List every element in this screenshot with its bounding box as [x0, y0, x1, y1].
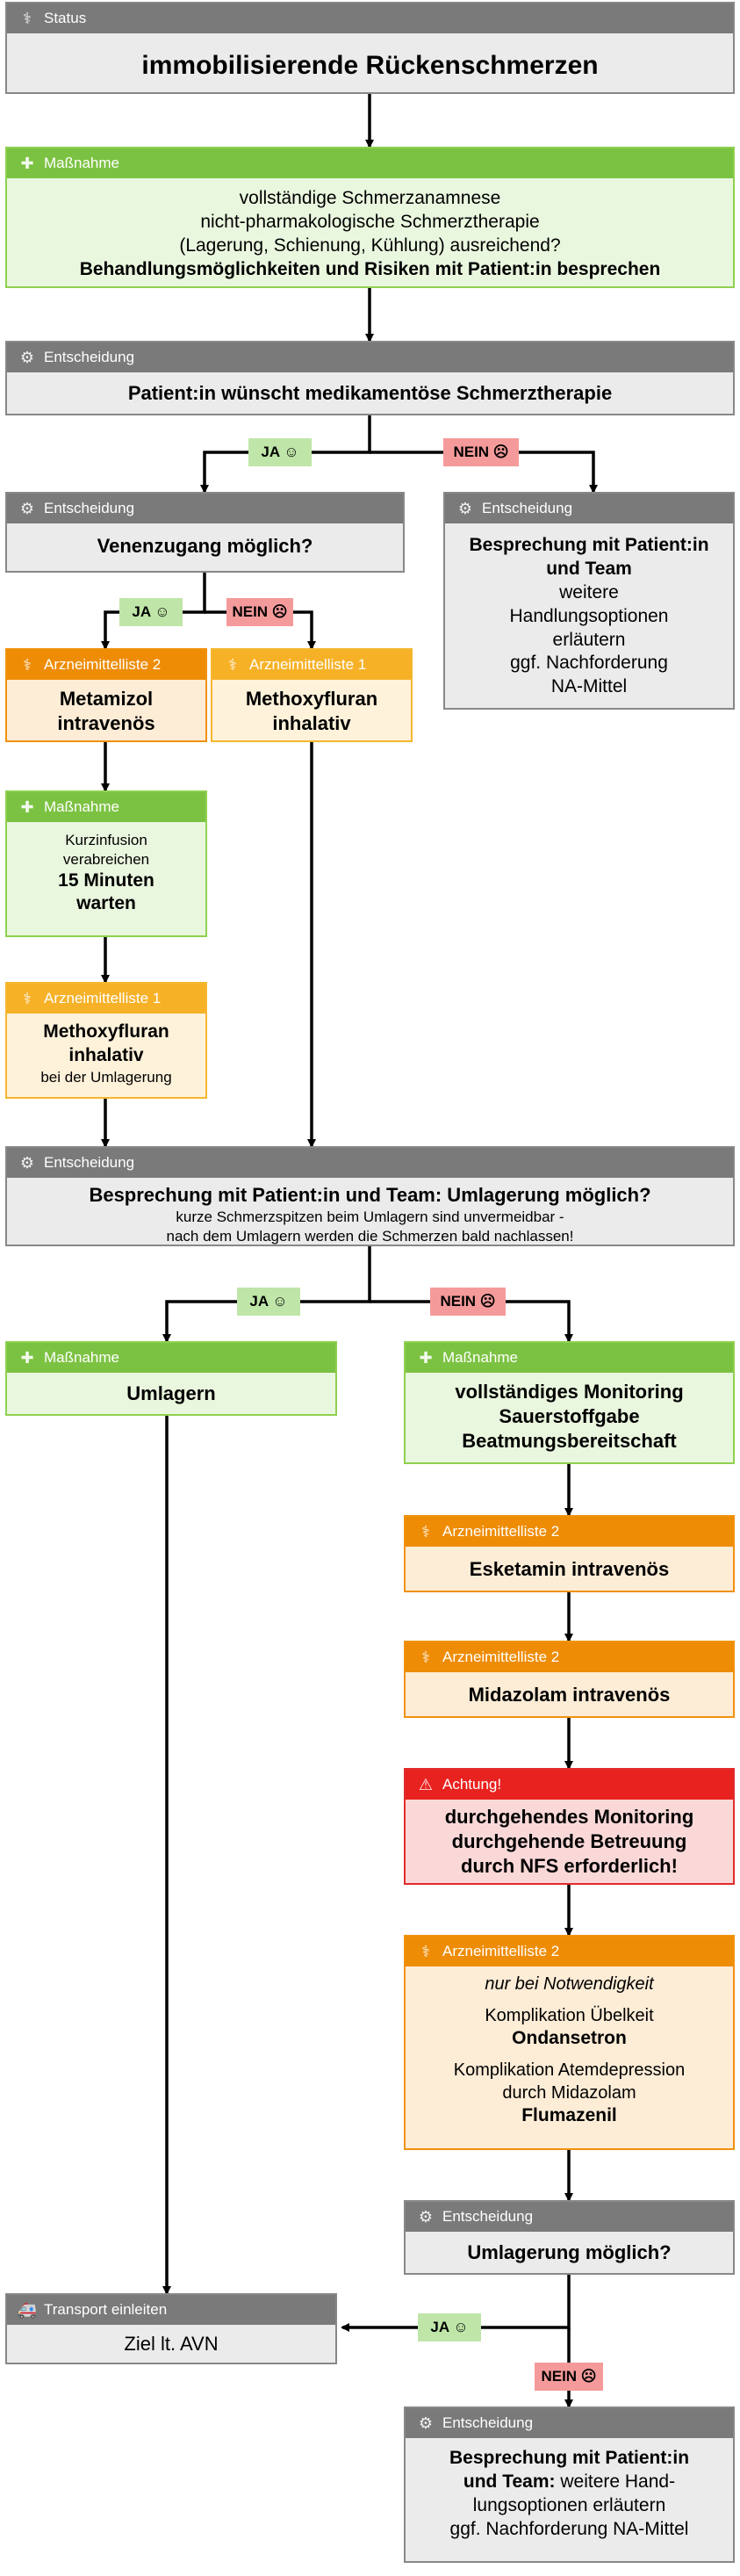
medication-icon: ⚕: [23, 989, 32, 1007]
entscheidung-box-4: ⚙ Entscheidung Besprechung mit Patient:i…: [5, 1146, 735, 1246]
label-nein-3: NEIN ☹: [430, 1288, 506, 1316]
medication-icon: ⚕: [228, 655, 237, 674]
label-nein-2: NEIN ☹: [226, 598, 293, 626]
measure-icon: ✚: [20, 154, 34, 172]
status-box: ⚕ Status immobilisierende Rückenschmerze…: [5, 2, 735, 94]
label-nein-4: NEIN ☹: [535, 2363, 603, 2391]
measure-icon: ✚: [20, 1348, 34, 1367]
transport-box: 🚑 Transport einleiten Ziel lt. AVN: [5, 2293, 337, 2364]
measure-icon: ✚: [20, 797, 34, 816]
arznei-box-komplikation: ⚕ Arzneimittelliste 2 nur bei Notwendigk…: [404, 1935, 735, 2150]
warning-box: ⚠ Achtung! durchgehendes Monitoring durc…: [404, 1768, 735, 1885]
ambulance-icon: 🚑: [17, 2300, 38, 2319]
massnahme-box-umlagern: ✚ Maßnahme Umlagern: [5, 1341, 337, 1416]
arznei-box-esketamin: ⚕ Arzneimittelliste 2 Esketamin intraven…: [404, 1515, 735, 1592]
medication-icon: ⚕: [23, 655, 32, 674]
medication-icon: ⚕: [421, 1648, 430, 1666]
decision-icon: ⚙: [19, 1153, 35, 1172]
decision-icon: ⚙: [457, 499, 473, 517]
entscheidung-box-5: ⚙ Entscheidung Umlagerung möglich?: [404, 2200, 735, 2275]
massnahme-box-2: ✚ Maßnahme Kurzinfusion verabreichen 15 …: [5, 790, 207, 937]
label-ja-3: JA ☺: [237, 1288, 300, 1316]
entscheidung-box-2: ⚙ Entscheidung Venenzugang möglich?: [5, 492, 405, 573]
entscheidung-box-6: ⚙ Entscheidung Besprechung mit Patient:i…: [404, 2406, 735, 2563]
decision-icon: ⚙: [19, 348, 35, 366]
medication-icon: ⚕: [421, 1942, 430, 1960]
medication-icon: ⚕: [421, 1522, 430, 1541]
status-text: immobilisierende Rückenschmerzen: [141, 51, 599, 80]
massnahme-box-1: ✚ Maßnahme vollständige Schmerzanamnese …: [5, 147, 735, 288]
measure-icon: ✚: [419, 1348, 433, 1367]
arznei-box-metamizol: ⚕ Arzneimittelliste 2 Metamizol intraven…: [5, 648, 207, 742]
entscheidung-box-3: ⚙ Entscheidung Besprechung mit Patient:i…: [443, 492, 735, 710]
decision-icon: ⚙: [418, 2207, 434, 2226]
label-nein-1: NEIN ☹: [443, 438, 519, 466]
decision-icon: ⚙: [19, 499, 35, 517]
arznei-box-methoxyfluran-1: ⚕ Arzneimittelliste 1 Methoxyfluran inha…: [211, 648, 413, 742]
label-ja-1: JA ☺: [248, 438, 312, 466]
label-ja-4: JA ☺: [418, 2313, 481, 2341]
arznei-box-midazolam: ⚕ Arzneimittelliste 2 Midazolam intraven…: [404, 1641, 735, 1718]
status-icon: ⚕: [23, 9, 32, 27]
warning-icon: ⚠: [418, 1775, 434, 1793]
decision-icon: ⚙: [418, 2414, 434, 2432]
arznei-box-methoxyfluran-2: ⚕ Arzneimittelliste 1 Methoxyfluran inha…: [5, 982, 207, 1099]
entscheidung-box-1: ⚙ Entscheidung Patient:in wünscht medika…: [5, 341, 735, 415]
label-ja-2: JA ☺: [119, 598, 183, 626]
status-header: ⚕ Status: [7, 4, 733, 33]
massnahme-box-monitoring: ✚ Maßnahme vollständiges Monitoring Saue…: [404, 1341, 735, 1464]
